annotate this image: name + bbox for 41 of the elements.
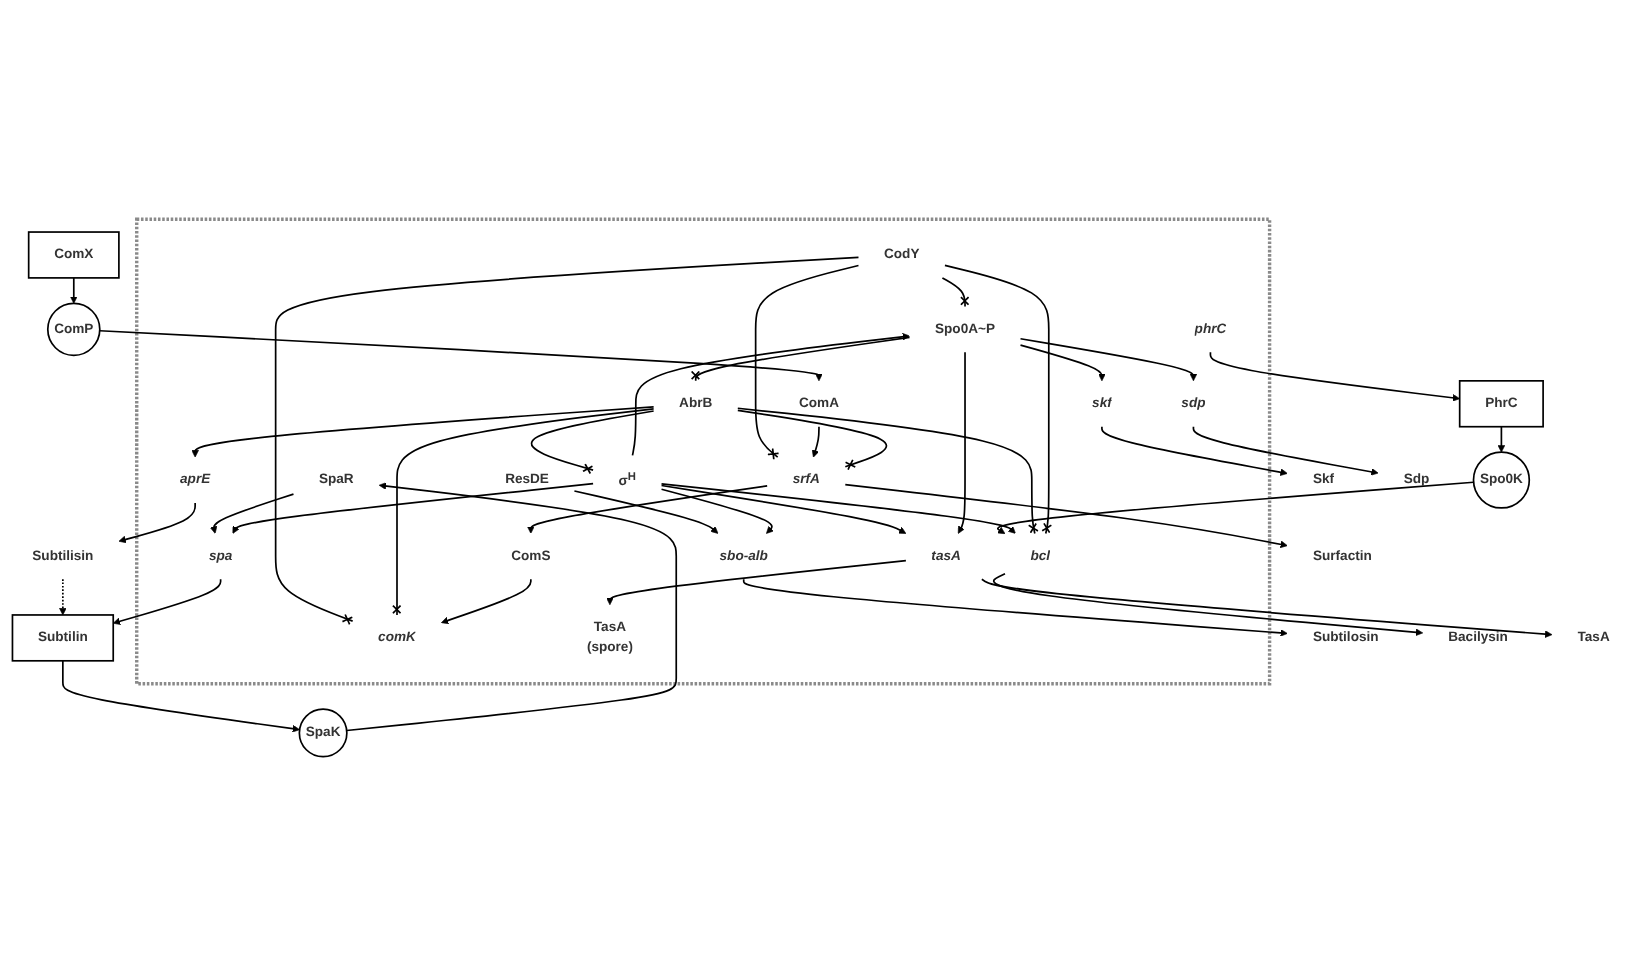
arrow <box>981 578 1553 638</box>
arrow <box>62 659 300 733</box>
connector <box>274 256 860 626</box>
arrow <box>70 277 78 304</box>
arrow <box>660 482 1016 534</box>
arrow <box>606 559 907 606</box>
arrow <box>660 484 907 534</box>
arrow <box>527 485 768 534</box>
arrow <box>660 488 774 534</box>
connector <box>392 407 655 616</box>
connector <box>530 410 655 475</box>
arrow <box>1192 425 1379 476</box>
arrow <box>441 578 532 625</box>
arrow <box>1209 351 1460 402</box>
arrow <box>573 490 719 534</box>
arrow <box>112 578 222 625</box>
connector <box>944 264 1053 535</box>
arrow <box>844 483 1288 549</box>
cluster <box>135 217 1272 686</box>
arrow <box>345 482 678 732</box>
arrow <box>631 333 910 457</box>
arrow <box>957 351 966 534</box>
arrow <box>997 481 1475 535</box>
connector <box>941 277 970 308</box>
arrow <box>59 578 67 616</box>
arrow <box>191 405 655 458</box>
arrow <box>118 502 196 544</box>
connector <box>736 407 1039 535</box>
arrow <box>1019 337 1198 382</box>
arrow <box>1019 344 1106 382</box>
arrow <box>98 329 823 382</box>
arrow <box>811 425 820 458</box>
arrow <box>992 572 1424 637</box>
connector <box>754 264 860 461</box>
arrow <box>209 493 295 534</box>
arrow <box>1497 425 1506 453</box>
arrow <box>742 578 1288 637</box>
connector <box>736 409 888 471</box>
arrow <box>1101 425 1288 476</box>
connector <box>690 336 911 382</box>
arrow <box>232 482 594 534</box>
